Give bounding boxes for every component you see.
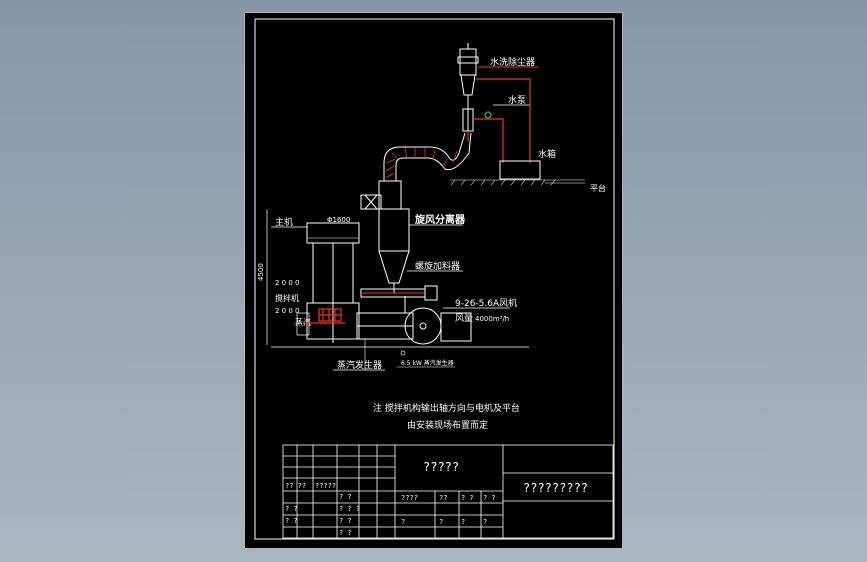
- label-left-1: 2 0 0 0: [275, 279, 300, 287]
- label-air-volume-value: 4000m³/h: [475, 315, 509, 323]
- label-steam-generator: 蒸汽发生器: [337, 359, 382, 371]
- fan: [356, 296, 472, 345]
- tb-cell: ?: [483, 518, 487, 526]
- tb-cell: ?: [439, 518, 443, 526]
- title-block: [282, 444, 614, 539]
- water-pipes: [467, 78, 531, 163]
- label-left-3: 2 0 0 0: [275, 307, 300, 315]
- label-height: 4500: [257, 263, 265, 281]
- main-unit: [306, 222, 360, 343]
- duct-red-hatch: [385, 147, 458, 179]
- tb-cell: ????: [401, 494, 418, 502]
- label-water-dust-collector: 水洗除尘器: [490, 56, 535, 68]
- note-line-1: 注 搅拌机构输出轴方向与电机及平台: [373, 402, 520, 414]
- tb-cell: ? ?: [483, 494, 496, 502]
- tb-cell: ? ?: [461, 494, 474, 502]
- label-cyclone: 旋风分离器: [414, 213, 466, 226]
- label-air-volume: 风量: [455, 313, 473, 324]
- water-pump-symbol: [484, 111, 492, 119]
- tb-cell: ?: [461, 518, 465, 526]
- inner-frame: [254, 18, 615, 540]
- label-screw-feeder: 螺旋加料器: [415, 260, 460, 272]
- label-water-pump: 水泵: [508, 94, 526, 106]
- tb-cell: ? ?: [285, 517, 298, 525]
- label-water-tank: 水箱: [538, 148, 556, 160]
- tb-cell: ? ? ?: [339, 505, 360, 513]
- label-left-4: 蒸汽: [295, 317, 311, 327]
- label-left-2: 搅拌机: [275, 293, 299, 303]
- note-line-2: 由安装现场布置而定: [407, 419, 488, 431]
- tb-cell: ? ?: [339, 517, 352, 525]
- platform-hatching: [450, 179, 585, 186]
- drawing-sheet: 水洗除尘器 水泵 水箱 平台: [244, 12, 623, 549]
- air-duct: [383, 132, 472, 181]
- tb-cell: ? ?: [339, 493, 352, 501]
- red-drive: [303, 308, 345, 324]
- cyclone-separator: [360, 180, 410, 293]
- cad-drawing: 水洗除尘器 水泵 水箱 平台: [254, 18, 615, 540]
- tb-cell: ? ?: [339, 529, 352, 537]
- label-bottom: 6.5 kW 蒸汽发生器: [401, 359, 454, 367]
- label-main-unit: 主机: [275, 216, 293, 228]
- tb-cell: ? ?: [285, 505, 298, 513]
- title-company: ?????????: [523, 481, 588, 495]
- tb-cell: ?????: [315, 482, 336, 490]
- water-tank: [499, 160, 541, 180]
- tb-cell: ??: [439, 494, 447, 502]
- water-dust-collector: [457, 43, 479, 132]
- screw-feeder: [360, 285, 438, 301]
- label-diameter: Φ1600: [327, 216, 350, 224]
- label-platform: 平台: [590, 183, 606, 193]
- tb-cell: ?? ??: [285, 482, 306, 490]
- label-fan-model: 9-26-5.6A风机: [455, 297, 517, 309]
- title-drawing-name: ?????: [423, 460, 459, 474]
- tb-cell: ?: [401, 518, 405, 526]
